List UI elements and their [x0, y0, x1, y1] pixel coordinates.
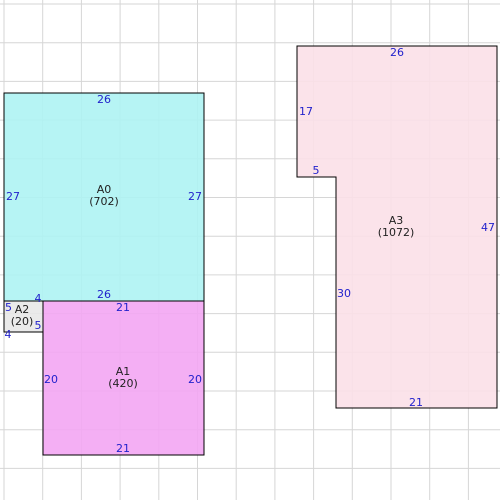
room-a0-bottom-dimension: 26: [97, 288, 111, 301]
room-a3-name: A3: [389, 214, 404, 227]
room-a1-name: A1: [116, 365, 131, 378]
room-a3-top-dimension: 26: [390, 46, 404, 59]
room-a1-left-dimension: 20: [44, 373, 58, 386]
room-a0-name: A0: [97, 183, 112, 196]
room-a2-name: A2: [15, 303, 30, 316]
room-a0-left-dimension: 27: [6, 190, 20, 203]
room-a0-top-dimension: 26: [97, 93, 111, 106]
room-a1-bottom-dimension: 21: [116, 442, 130, 455]
room-a3-bottom-dimension: 21: [409, 396, 423, 409]
room-a3-shape[interactable]: [296, 45, 498, 409]
room-a3-left-lower-dimension: 30: [337, 287, 351, 300]
room-a2-top-dimension: 4: [35, 292, 42, 305]
room-a0-area: (702): [89, 195, 119, 208]
room-a3[interactable]: [296, 45, 498, 409]
room-a2-left-dimension: 5: [5, 301, 12, 314]
room-a3-area: (1072): [378, 226, 415, 239]
room-a2[interactable]: [3, 300, 44, 333]
room-a2-area: (20): [11, 315, 34, 328]
room-a2-right-dimension: 5: [35, 319, 42, 332]
room-a1-right-dimension: 20: [188, 373, 202, 386]
room-a2-shape[interactable]: [3, 300, 44, 333]
room-a1-top-dimension: 21: [116, 301, 130, 314]
room-a1-area: (420): [108, 377, 138, 390]
room-a2-bottom-dimension: 4: [5, 328, 12, 341]
room-a3-left-upper-dimension: 17: [299, 105, 313, 118]
room-a1[interactable]: [42, 300, 205, 456]
room-a1-shape[interactable]: [42, 300, 205, 456]
room-a3-right-dimension: 47: [481, 221, 495, 234]
room-a0-right-dimension: 27: [188, 190, 202, 203]
room-a3-notch-dimension: 5: [313, 164, 320, 177]
